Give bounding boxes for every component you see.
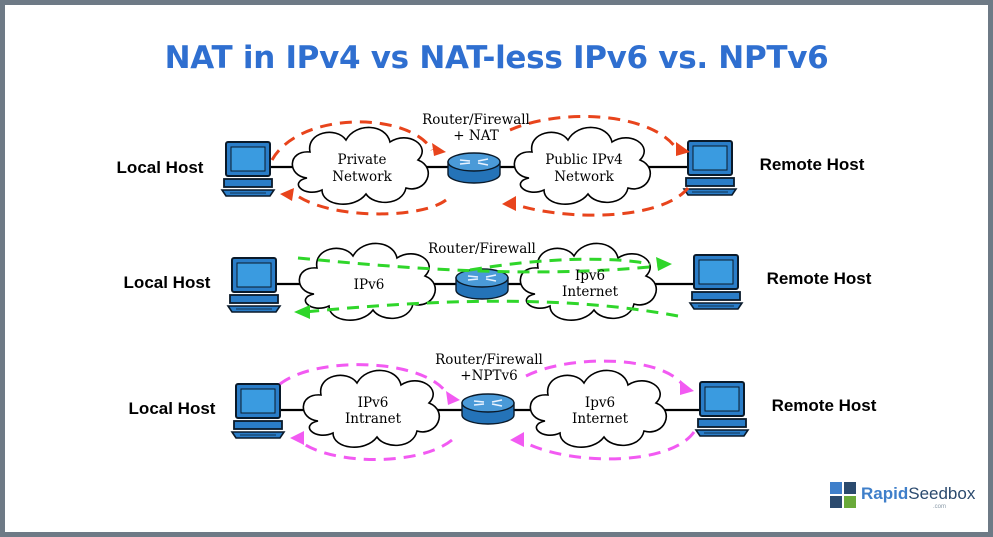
arrowhead (656, 257, 672, 271)
remote-host-icon (695, 381, 749, 437)
remote-host-label: Remote Host (760, 155, 865, 174)
arrow-path (509, 115, 678, 149)
left-cloud-label: Network (332, 169, 392, 185)
left-cloud-label: Intranet (345, 411, 402, 427)
arrowhead (502, 196, 516, 211)
left-cloud-label: IPv6 (358, 395, 389, 411)
router-label: Router/Firewall (422, 112, 530, 128)
logo-seedbox-text: Seedbox (908, 484, 976, 503)
remote-host-label: Remote Host (772, 396, 877, 415)
right-cloud-label: Internet (562, 284, 619, 300)
arrow-path (513, 187, 690, 217)
arrowhead (510, 432, 524, 447)
right-cloud-label: Network (554, 169, 614, 185)
remote-host-icon (689, 254, 743, 310)
rapidseedbox-logo: RapidSeedbox .com (829, 481, 975, 511)
arrowhead (280, 188, 294, 201)
arrowhead (290, 431, 304, 445)
logo-domain-text: .com (933, 504, 947, 510)
arrow-path (279, 363, 448, 393)
arrow-path (288, 188, 447, 216)
arrow-path (303, 299, 679, 318)
local-host-icon (221, 141, 275, 197)
right-cloud-label: Internet (572, 411, 629, 427)
router-icon (461, 393, 515, 425)
arrowhead (446, 391, 460, 405)
row-nat-less-ipv6: Local Host Remote Host IPv6 Ipv6 Interne… (124, 241, 872, 321)
router-icon (455, 268, 509, 300)
local-host-icon (227, 257, 281, 313)
arrowhead (294, 305, 310, 319)
logo-text: RapidSeedbox (861, 484, 975, 504)
local-host-label: Local Host (117, 158, 204, 177)
right-cloud-label: Ipv6 (575, 268, 605, 284)
router-icon (447, 152, 501, 184)
remote-host-icon (683, 140, 737, 196)
router-label: Router/Firewall (428, 241, 536, 257)
arrow-path (297, 438, 453, 461)
arrowhead (680, 380, 694, 395)
arrowhead (432, 143, 446, 156)
local-host-label: Local Host (129, 399, 216, 418)
router-label: +NPTv6 (460, 368, 517, 384)
arrow-path (270, 120, 434, 161)
router-label: + NAT (453, 128, 498, 144)
remote-host-label: Remote Host (767, 269, 872, 288)
right-cloud-label: Ipv6 (585, 395, 615, 411)
router-label: Router/Firewall (435, 352, 543, 368)
arrow-path (525, 359, 684, 385)
left-cloud-label: IPv6 (354, 277, 385, 293)
logo-rapid-text: Rapid (861, 484, 909, 503)
local-host-icon (231, 383, 285, 439)
arrowhead (676, 142, 690, 156)
logo-squares-icon (830, 482, 856, 508)
left-cloud-label: Private (338, 152, 387, 168)
page-title: NAT in IPv4 vs NAT-less IPv6 vs. NPTv6 (164, 40, 829, 76)
arrow-path (297, 256, 661, 274)
row-nptv6: Local Host Remote Host IPv6 Intranet Ipv… (129, 352, 877, 461)
right-cloud-label: Public IPv4 (545, 152, 623, 168)
arrow-path (523, 431, 696, 461)
row-nat-ipv4: Local Host Remote Host Private Network P… (117, 112, 865, 217)
local-host-label: Local Host (124, 273, 211, 292)
arrow-path (469, 257, 651, 272)
